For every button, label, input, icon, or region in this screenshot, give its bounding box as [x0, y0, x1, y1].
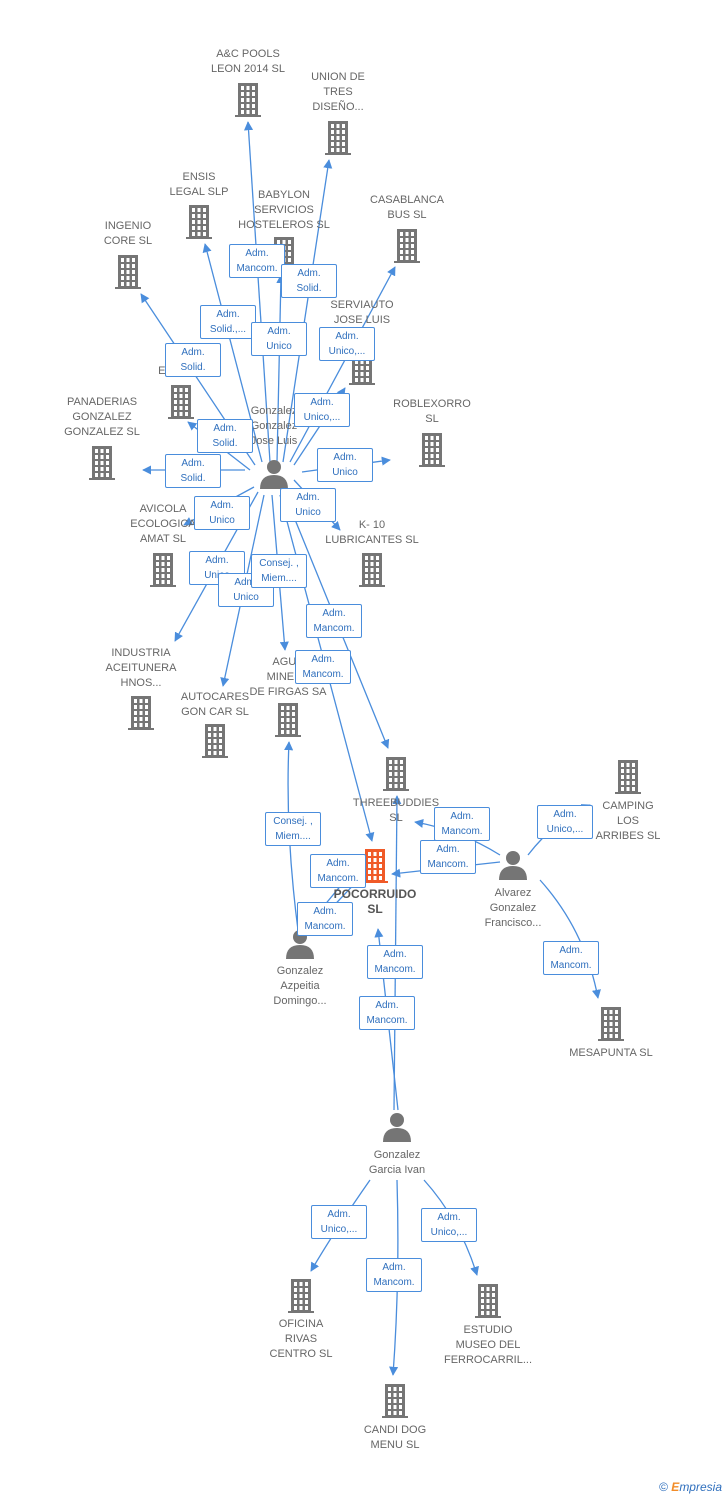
- building-icon-aguas[interactable]: [275, 703, 301, 737]
- node-label-roblexorro[interactable]: ROBLEXORRO SL: [393, 398, 471, 425]
- relation-label[interactable]: Adm. Unico,...: [294, 393, 350, 427]
- relation-label[interactable]: Adm. Unico: [189, 551, 245, 585]
- node-label-p_joseluis[interactable]: Gonzalez Gonzalez Jose Luis: [250, 405, 298, 447]
- relation-label[interactable]: Consej. , Miem....: [265, 812, 321, 846]
- building-icon-avicola[interactable]: [150, 553, 176, 587]
- node-label-p_francisco[interactable]: Alvarez Gonzalez Francisco...: [484, 887, 542, 929]
- relation-label[interactable]: Adm. Unico: [317, 448, 373, 482]
- relation-label[interactable]: Adm. Mancom.: [295, 650, 351, 684]
- relation-label[interactable]: Consej. , Miem....: [251, 554, 307, 588]
- node-label-aguas[interactable]: AGUA MINERA DE FIRGAS SA: [249, 656, 327, 698]
- relation-label[interactable]: Adm. Mancom.: [367, 945, 423, 979]
- building-icon-union[interactable]: [325, 121, 351, 155]
- building-icon-mesapunta[interactable]: [598, 1007, 624, 1041]
- relation-label[interactable]: Adm. Unico: [251, 322, 307, 356]
- node-label-p_ivan[interactable]: Gonzalez Garcia Ivan: [368, 1149, 426, 1176]
- relation-label[interactable]: Adm. Mancom.: [420, 840, 476, 874]
- relation-label[interactable]: Adm. Mancom.: [297, 902, 353, 936]
- person-icon-p_francisco[interactable]: [499, 851, 527, 880]
- person-icon-p_joseluis[interactable]: [260, 460, 288, 489]
- building-icon-autocares[interactable]: [202, 724, 228, 758]
- building-icon-oficina[interactable]: [288, 1279, 314, 1313]
- building-icon-threebuddies[interactable]: [383, 757, 409, 791]
- relation-label[interactable]: Adm. Solid.: [281, 264, 337, 298]
- building-icon-pocorruido[interactable]: [362, 849, 388, 883]
- edge-p_joseluis-babylon: [276, 274, 286, 463]
- relation-label[interactable]: Adm. Unico: [280, 488, 336, 522]
- relation-label[interactable]: Adm. Solid.: [165, 454, 221, 488]
- relation-label[interactable]: Adm. Unico: [218, 573, 274, 607]
- building-icon-estudio[interactable]: [475, 1284, 501, 1318]
- building-icon-acpools[interactable]: [235, 83, 261, 117]
- node-label-acpools[interactable]: A&C POOLS LEON 2014 SL: [211, 48, 285, 75]
- relation-label[interactable]: Adm. Mancom.: [306, 604, 362, 638]
- building-icon-ensis[interactable]: [186, 205, 212, 239]
- relation-label[interactable]: Adm. Unico,...: [537, 805, 593, 839]
- relation-label[interactable]: Adm. Mancom.: [366, 1258, 422, 1292]
- relation-label[interactable]: Adm. Unico,...: [421, 1208, 477, 1242]
- node-label-threebuddies[interactable]: THREEBUDDIES SL: [352, 797, 440, 824]
- copyright-notice: © Empresia: [659, 1480, 722, 1494]
- node-label-panaderias[interactable]: PANADERIAS GONZALEZ GONZALEZ SL: [64, 396, 140, 438]
- node-label-estudio[interactable]: ESTUDIO MUSEO DEL FERROCARRIL...: [443, 1324, 532, 1366]
- building-icon-camping[interactable]: [615, 760, 641, 794]
- node-label-candidog[interactable]: CANDI DOG MENU SL: [363, 1424, 427, 1451]
- edge-p_joseluis-casablanca: [289, 266, 396, 463]
- edge-p_francisco-mesapunta: [539, 879, 601, 999]
- edge-p_joseluis-acpools: [243, 121, 271, 463]
- edge-p_joseluis-union: [282, 159, 333, 463]
- building-icon-k10[interactable]: [359, 553, 385, 587]
- building-icon-candidog[interactable]: [382, 1384, 408, 1418]
- node-label-ingenio[interactable]: INGENIO CORE SL: [103, 220, 153, 247]
- node-label-mesapunta[interactable]: MESAPUNTA SL: [569, 1047, 653, 1059]
- node-label-ensis[interactable]: ENSIS LEGAL SLP: [169, 171, 229, 198]
- building-icon-roblexorro[interactable]: [419, 433, 445, 467]
- relation-label[interactable]: Adm. Unico,...: [319, 327, 375, 361]
- node-label-avicola[interactable]: AVICOLA ECOLOGICA AMAT SL: [130, 503, 196, 545]
- relation-label[interactable]: Adm. Unico: [194, 496, 250, 530]
- relation-label[interactable]: Adm. Solid.,...: [200, 305, 256, 339]
- relation-label[interactable]: Adm. Mancom.: [543, 941, 599, 975]
- relation-label[interactable]: Adm. Mancom.: [310, 854, 366, 888]
- relation-label[interactable]: Adm. Unico,...: [311, 1205, 367, 1239]
- relation-label[interactable]: Adm. Solid.: [165, 343, 221, 377]
- relation-label[interactable]: Adm. Solid.: [197, 419, 253, 453]
- building-icon-panaderias[interactable]: [89, 446, 115, 480]
- building-icon-ingenio[interactable]: [115, 255, 141, 289]
- node-label-union[interactable]: UNION DE TRES DISEÑO...: [311, 71, 365, 113]
- node-label-p_domingo[interactable]: Gonzalez Azpeitia Domingo...: [273, 965, 327, 1007]
- node-label-casablanca[interactable]: CASABLANCA BUS SL: [370, 194, 444, 221]
- building-icon-extre[interactable]: [168, 385, 194, 419]
- person-icon-p_ivan[interactable]: [383, 1113, 411, 1142]
- node-label-oficina[interactable]: OFICINA RIVAS CENTRO SL: [269, 1318, 333, 1360]
- node-label-camping[interactable]: CAMPING LOS ARRIBES SL: [595, 800, 661, 842]
- building-icon-industria[interactable]: [128, 696, 154, 730]
- copyright-symbol: ©: [659, 1480, 668, 1494]
- brand-name: mpresia: [679, 1480, 722, 1494]
- node-label-k10[interactable]: K- 10 LUBRICANTES SL: [325, 519, 419, 546]
- relation-label[interactable]: Adm. Mancom.: [229, 244, 285, 278]
- node-label-pocorruido[interactable]: POCORRUIDO SL: [333, 887, 417, 916]
- brand-initial: E: [671, 1480, 680, 1494]
- building-icon-casablanca[interactable]: [394, 229, 420, 263]
- relation-label[interactable]: Adm. Mancom.: [359, 996, 415, 1030]
- node-label-babylon[interactable]: BABYLON SERVICIOS HOSTELEROS SL: [238, 189, 330, 231]
- node-label-autocares[interactable]: AUTOCARES GON CAR SL: [180, 691, 250, 718]
- node-label-industria[interactable]: INDUSTRIA ACEITUNERA HNOS...: [105, 647, 177, 689]
- relation-label[interactable]: Adm. Mancom.: [434, 807, 490, 841]
